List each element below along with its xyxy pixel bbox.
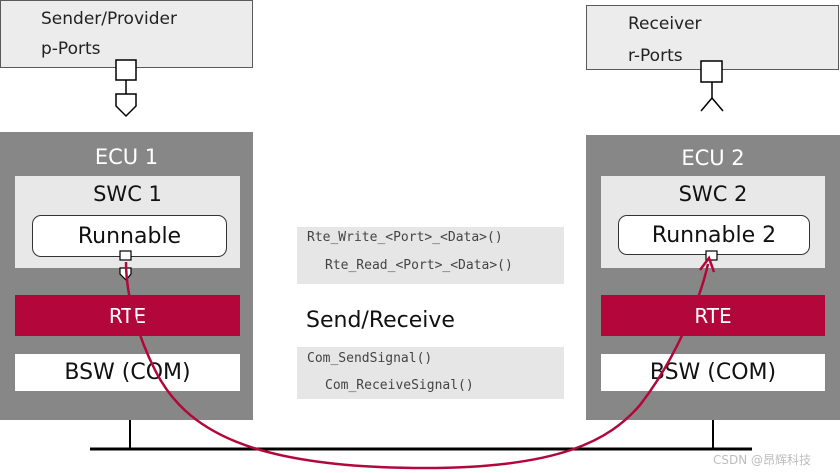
send-receive-label: Send/Receive xyxy=(306,308,455,333)
runnable-1: Runnable xyxy=(32,215,227,257)
sender-provider-box: Sender/Provider p-Ports xyxy=(0,0,253,68)
ecu-1-title: ECU 1 xyxy=(94,145,159,169)
swc-2-title: SWC 2 xyxy=(678,182,748,206)
runnable-1-port-icon xyxy=(119,250,132,261)
runnable-2: Runnable 2 xyxy=(618,215,810,255)
signal-arrow-icon xyxy=(699,255,716,273)
rte-write-call: Rte_Write_<Port>_<Data>() xyxy=(307,230,503,245)
sender-port-square-icon xyxy=(115,59,137,81)
rte-read-call: Rte_Read_<Port>_<Data>() xyxy=(325,258,513,273)
sender-provider-label: Sender/Provider xyxy=(41,9,177,29)
runnable-2-port-icon xyxy=(705,250,718,261)
require-port-icon-right xyxy=(711,97,724,112)
ecu-1: ECU 1 SWC 1 Runnable RTE BSW (COM) xyxy=(0,132,253,420)
ecu-2-title: ECU 2 xyxy=(681,146,745,170)
bsw-com-1: BSW (COM) xyxy=(15,354,240,391)
r-ports-label: r-Ports xyxy=(628,46,683,66)
rte-2: RTE xyxy=(601,295,825,336)
watermark: CSDN @昂辉科技 xyxy=(713,453,812,467)
signal-path xyxy=(124,261,710,470)
provider-port-icon xyxy=(115,93,137,118)
p-ports-label: p-Ports xyxy=(41,39,101,59)
receiver-label: Receiver xyxy=(628,14,702,34)
swc-1-title: SWC 1 xyxy=(93,182,162,206)
com-send-call: Com_SendSignal() xyxy=(307,351,433,366)
com-api-box: Com_SendSignal() Com_ReceiveSignal() xyxy=(297,347,564,399)
receiver-box: Receiver r-Ports xyxy=(586,5,839,70)
rte-api-box: Rte_Write_<Port>_<Data>() Rte_Read_<Port… xyxy=(297,227,564,284)
require-port-icon-left xyxy=(700,97,713,112)
ecu-2: ECU 2 SWC 2 Runnable 2 RTE BSW (COM) xyxy=(586,135,840,420)
com-receive-call: Com_ReceiveSignal() xyxy=(325,378,474,393)
receiver-port-square-icon xyxy=(700,60,723,83)
bsw-com-2: BSW (COM) xyxy=(601,354,825,391)
rte-1: RTE xyxy=(15,295,240,336)
